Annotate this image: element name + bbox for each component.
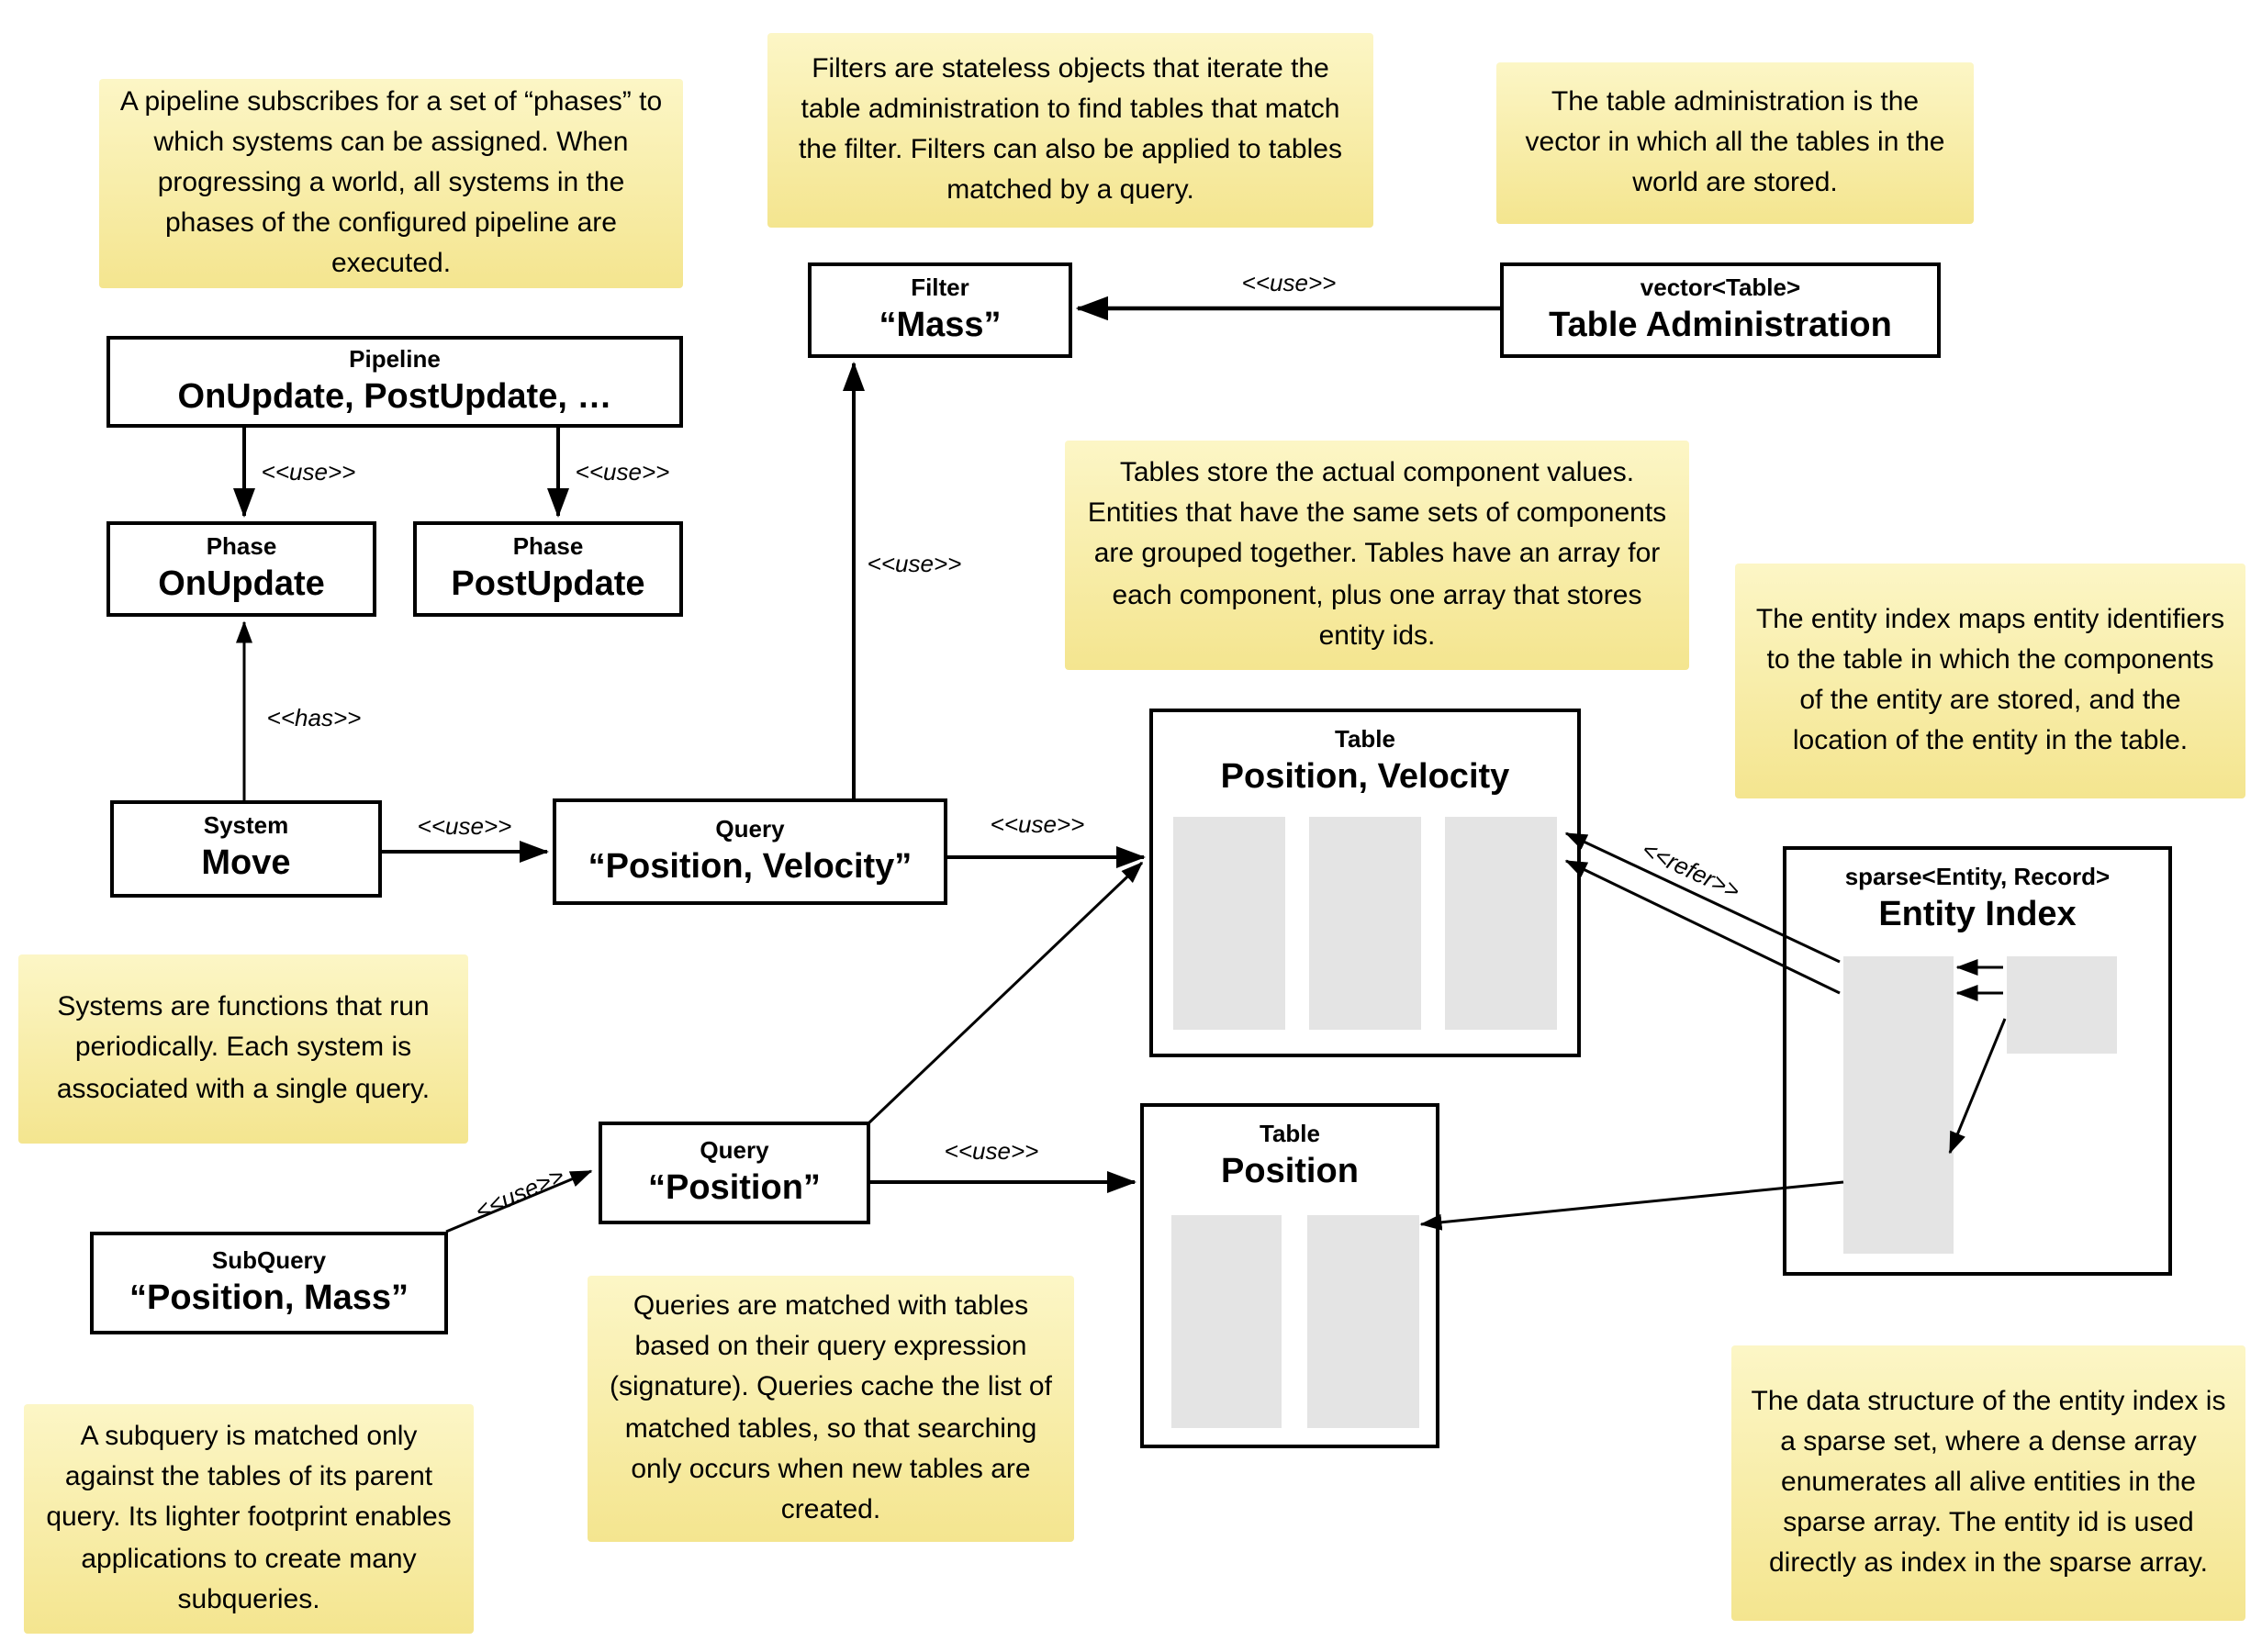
node-system-move-name: Move [201, 844, 291, 884]
node-filter-mass: Filter “Mass” [808, 262, 1072, 358]
component-array-column [1307, 1215, 1419, 1428]
node-phase-onupdate: Phase OnUpdate [106, 521, 376, 617]
node-table-pos-name: Position [1221, 1152, 1359, 1191]
node-query-pos-stereotype: Query [700, 1135, 769, 1164]
node-table-administration: vector<Table> Table Administration [1500, 262, 1941, 358]
arrow-entity-index-to-table-pos [1419, 1180, 1844, 1231]
note-tables: Tables store the actual component values… [1065, 441, 1689, 670]
note-table-admin: The table administration is the vector i… [1496, 62, 1974, 224]
node-table-admin-name: Table Administration [1549, 306, 1892, 345]
edge-label-has: <<has>> [266, 704, 362, 731]
node-pipeline: Pipeline OnUpdate, PostUpdate, … [106, 336, 683, 428]
node-system-move: System Move [110, 800, 382, 898]
edge-label-use: <<use>> [261, 458, 356, 486]
edge-label-use: <<use>> [417, 812, 512, 840]
node-phase-postupdate-name: PostUpdate [451, 564, 645, 604]
node-query-pv-stereotype: Query [715, 814, 785, 843]
node-query-position: Query “Position” [599, 1122, 870, 1224]
note-queries: Queries are matched with tables based on… [588, 1276, 1074, 1542]
dense-array-block [2007, 956, 2117, 1054]
component-array-column [1171, 1215, 1282, 1428]
node-query-pv-name: “Position, Velocity” [588, 847, 913, 887]
node-subquery: SubQuery “Position, Mass” [90, 1232, 448, 1334]
node-table-admin-stereotype: vector<Table> [1640, 273, 1801, 301]
node-table-position: Table Position [1140, 1103, 1439, 1448]
edge-label-use: <<use>> [990, 810, 1085, 838]
edge-label-use: <<use>> [944, 1137, 1039, 1165]
node-table-pv-name: Position, Velocity [1220, 757, 1510, 797]
note-subquery: A subquery is matched only against the t… [24, 1404, 474, 1634]
note-entity-index: The entity index maps entity identifiers… [1735, 564, 2245, 798]
node-subquery-name: “Position, Mass” [129, 1278, 409, 1318]
edge-label-refer: <<refer>> [1637, 835, 1745, 905]
node-phase-onupdate-stereotype: Phase [206, 531, 277, 560]
node-phase-postupdate-stereotype: Phase [512, 531, 584, 560]
edge-label-use: <<use>> [471, 1161, 568, 1225]
component-array-column [1445, 817, 1557, 1030]
node-query-pos-name: “Position” [648, 1168, 821, 1208]
node-pipeline-stereotype: Pipeline [349, 344, 441, 373]
node-phase-postupdate: Phase PostUpdate [413, 521, 683, 617]
node-table-pv-stereotype: Table [1335, 725, 1395, 753]
edge-label-use: <<use>> [1241, 269, 1337, 296]
node-table-pos-stereotype: Table [1260, 1120, 1320, 1147]
node-query-position-velocity: Query “Position, Velocity” [553, 798, 947, 905]
sparse-array-column [1843, 956, 1954, 1254]
node-subquery-stereotype: SubQuery [211, 1245, 327, 1274]
note-systems: Systems are functions that run periodica… [18, 954, 468, 1144]
component-array-column [1309, 817, 1421, 1030]
edge-label-use: <<use>> [867, 550, 962, 577]
node-pipeline-name: OnUpdate, PostUpdate, … [177, 377, 612, 417]
node-phase-onupdate-name: OnUpdate [158, 564, 325, 604]
note-filters: Filters are stateless objects that itera… [767, 33, 1373, 228]
node-entity-index: sparse<Entity, Record> Entity Index [1783, 846, 2172, 1276]
node-system-move-stereotype: System [203, 811, 289, 840]
note-sparse-set: The data structure of the entity index i… [1731, 1345, 2245, 1621]
node-entity-index-name: Entity Index [1878, 895, 2077, 934]
node-filter-name: “Mass” [879, 306, 1002, 345]
node-entity-index-stereotype: sparse<Entity, Record> [1844, 863, 2111, 890]
component-array-column [1173, 817, 1285, 1030]
edge-label-use: <<use>> [575, 458, 670, 486]
node-table-position-velocity: Table Position, Velocity [1149, 709, 1581, 1057]
note-pipeline: A pipeline subscribes for a set of “phas… [99, 79, 683, 288]
node-filter-stereotype: Filter [911, 273, 969, 301]
